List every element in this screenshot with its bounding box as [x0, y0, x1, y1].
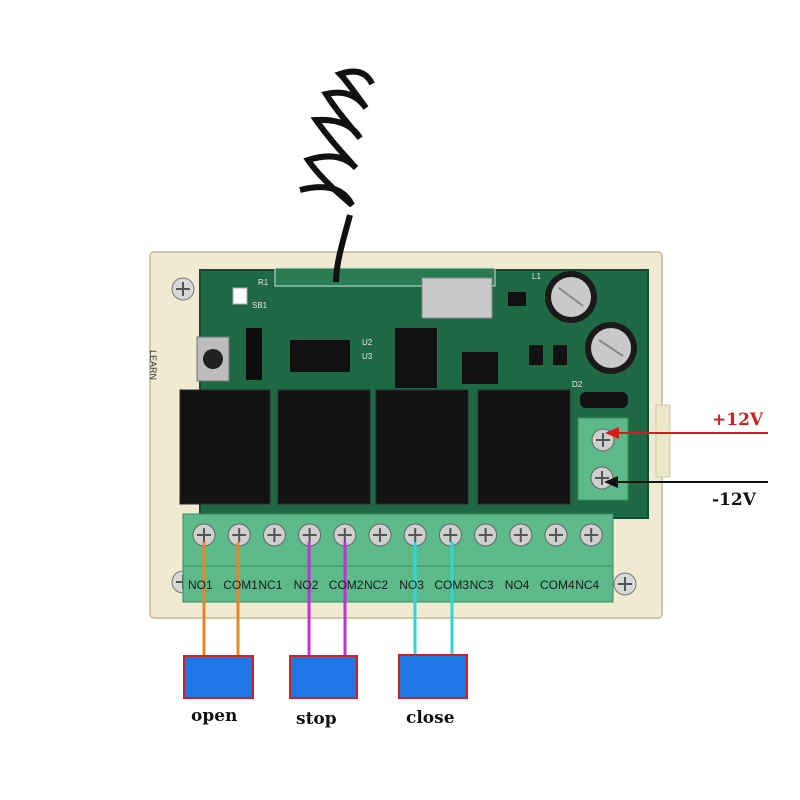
stop-label: stop [296, 709, 337, 729]
close-block [398, 654, 468, 699]
silkscreen-sb1: SB1 [252, 301, 268, 310]
mount-screw [171, 277, 195, 301]
ic-chip [395, 328, 437, 388]
terminal-screw [509, 523, 533, 547]
ic-chip [462, 352, 498, 384]
silkscreen-l1: L1 [532, 272, 541, 281]
terminal-label-com4: COM4 [540, 578, 575, 592]
ic-chip [290, 340, 350, 372]
open-label: open [191, 706, 238, 726]
minus12v-label: -12V [712, 490, 756, 510]
terminal-label-com3: COM3 [434, 578, 470, 592]
terminal-label-no2: NO2 [293, 578, 319, 592]
terminal-label-nc2: NC2 [364, 578, 389, 592]
silkscreen-d2: D2 [572, 380, 583, 389]
terminal-label-no1: NO1 [188, 578, 213, 592]
stop-block [289, 655, 358, 699]
wire-stop [307, 542, 347, 658]
learn-button [196, 336, 230, 382]
relay [477, 389, 571, 505]
terminal-label-nc1: NC1 [258, 578, 283, 592]
antenna [299, 68, 375, 283]
terminal-label-nc3: NC3 [469, 578, 494, 592]
close-label: close [406, 708, 455, 728]
terminal-label-no3: NO3 [399, 578, 424, 592]
terminal-screw [227, 523, 251, 547]
silkscreen-r1: R1 [258, 278, 269, 287]
relay [277, 389, 371, 505]
terminal-screw [438, 523, 462, 547]
terminal-screw [262, 523, 286, 547]
silkscreen-u3: U3 [362, 352, 373, 361]
terminal-screw [368, 523, 392, 547]
wire-open [202, 542, 240, 658]
capacitor [585, 322, 637, 374]
terminal-screw [579, 523, 603, 547]
terminal-screw [403, 523, 427, 547]
mount-screw [613, 572, 637, 596]
terminal-label-no4: NO4 [504, 578, 530, 592]
arrow-minus12v [604, 476, 768, 488]
terminal-label-com2: COM2 [328, 578, 364, 592]
silkscreen-learn: LEARN [148, 350, 158, 381]
terminal-screw [474, 523, 498, 547]
relay [179, 389, 271, 505]
terminal-label-nc4: NC4 [575, 578, 600, 592]
capacitor [545, 271, 597, 323]
terminal-screw [192, 523, 216, 547]
output-terminal-strip [182, 513, 614, 603]
wire-close [413, 542, 454, 658]
power-screw [590, 466, 614, 490]
terminal-screw [544, 523, 568, 547]
relay [375, 389, 469, 505]
plus12v-label: +12V [712, 410, 764, 430]
open-block [183, 655, 254, 699]
arrow-plus12v [605, 427, 768, 439]
silkscreen-u2: U2 [362, 338, 373, 347]
terminal-label-com1: COM1 [223, 578, 258, 592]
